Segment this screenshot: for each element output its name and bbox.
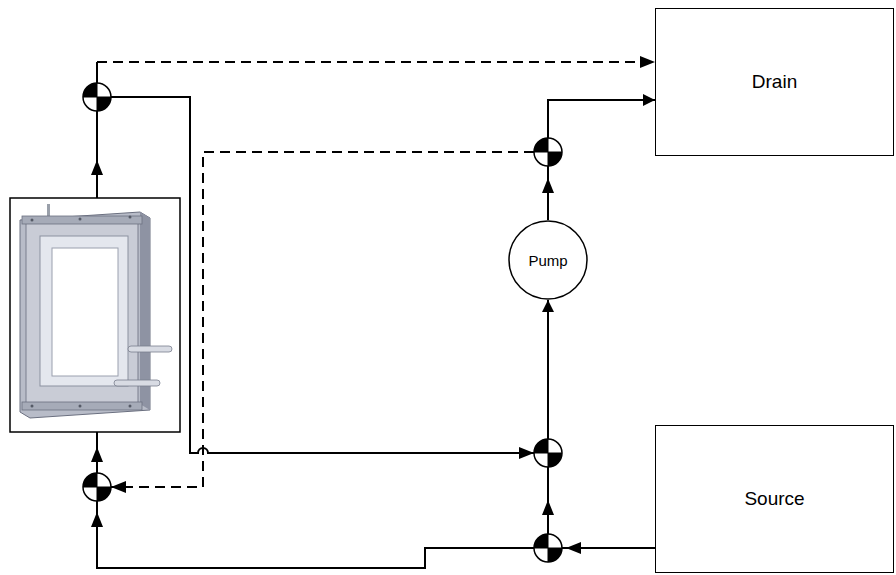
pipe-lines xyxy=(97,62,640,568)
valve-symbol xyxy=(534,439,562,467)
drain-box: Drain xyxy=(655,8,894,156)
node-label: Pump xyxy=(528,252,567,269)
pump-circle: Pump xyxy=(508,220,588,300)
valve-symbol xyxy=(534,534,562,562)
node-label: Drain xyxy=(752,71,797,93)
valve-symbol xyxy=(83,83,111,111)
flow-cell-illustration xyxy=(20,204,172,418)
cell-frame xyxy=(10,198,180,432)
pipe-connector xyxy=(548,300,655,548)
valve-symbol xyxy=(534,138,562,166)
flow-arrowheads xyxy=(91,56,655,554)
source-box: Source xyxy=(655,425,894,573)
pipe-connector xyxy=(548,100,655,220)
node-label: Source xyxy=(744,488,804,510)
valve-symbol xyxy=(83,473,111,501)
